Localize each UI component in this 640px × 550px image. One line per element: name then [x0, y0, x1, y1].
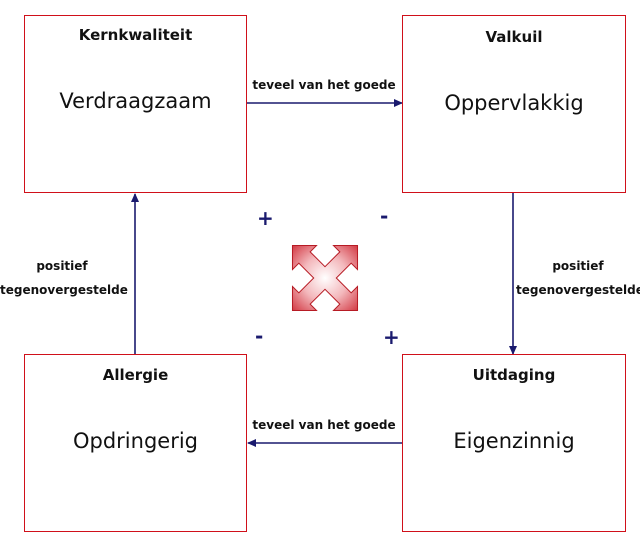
- allergy-value: Opdringerig: [72, 429, 198, 453]
- bottom-arrow-label: teveel van het goede: [252, 418, 396, 432]
- sign-top-left: +: [257, 206, 274, 230]
- core-quality-title: Kernkwaliteit: [78, 26, 193, 44]
- top-arrow-label: teveel van het goede: [252, 78, 396, 92]
- core-quality-box: Kernkwaliteit Verdraagzaam: [24, 15, 247, 193]
- sign-bottom-left: -: [255, 324, 264, 348]
- pitfall-value: Oppervlakkig: [444, 91, 584, 115]
- sign-bottom-right: +: [383, 325, 400, 349]
- left-arrow-label-line1: positief: [36, 259, 88, 273]
- right-arrow-label-line2: tegenovergestelde: [516, 283, 640, 297]
- challenge-title: Uitdaging: [472, 366, 556, 384]
- pitfall-box: Valkuil Oppervlakkig: [402, 15, 626, 193]
- right-arrow-label-line1: positief: [552, 259, 604, 273]
- allergy-box: Allergie Opdringerig: [24, 354, 247, 532]
- pitfall-title: Valkuil: [485, 28, 543, 46]
- allergy-title: Allergie: [102, 366, 169, 384]
- core-quality-value: Verdraagzaam: [59, 89, 212, 113]
- left-arrow-label-line2: tegenovergestelde: [0, 283, 128, 297]
- sign-top-right: -: [380, 204, 389, 228]
- challenge-box: Uitdaging Eigenzinnig: [402, 354, 626, 532]
- challenge-value: Eigenzinnig: [453, 429, 575, 453]
